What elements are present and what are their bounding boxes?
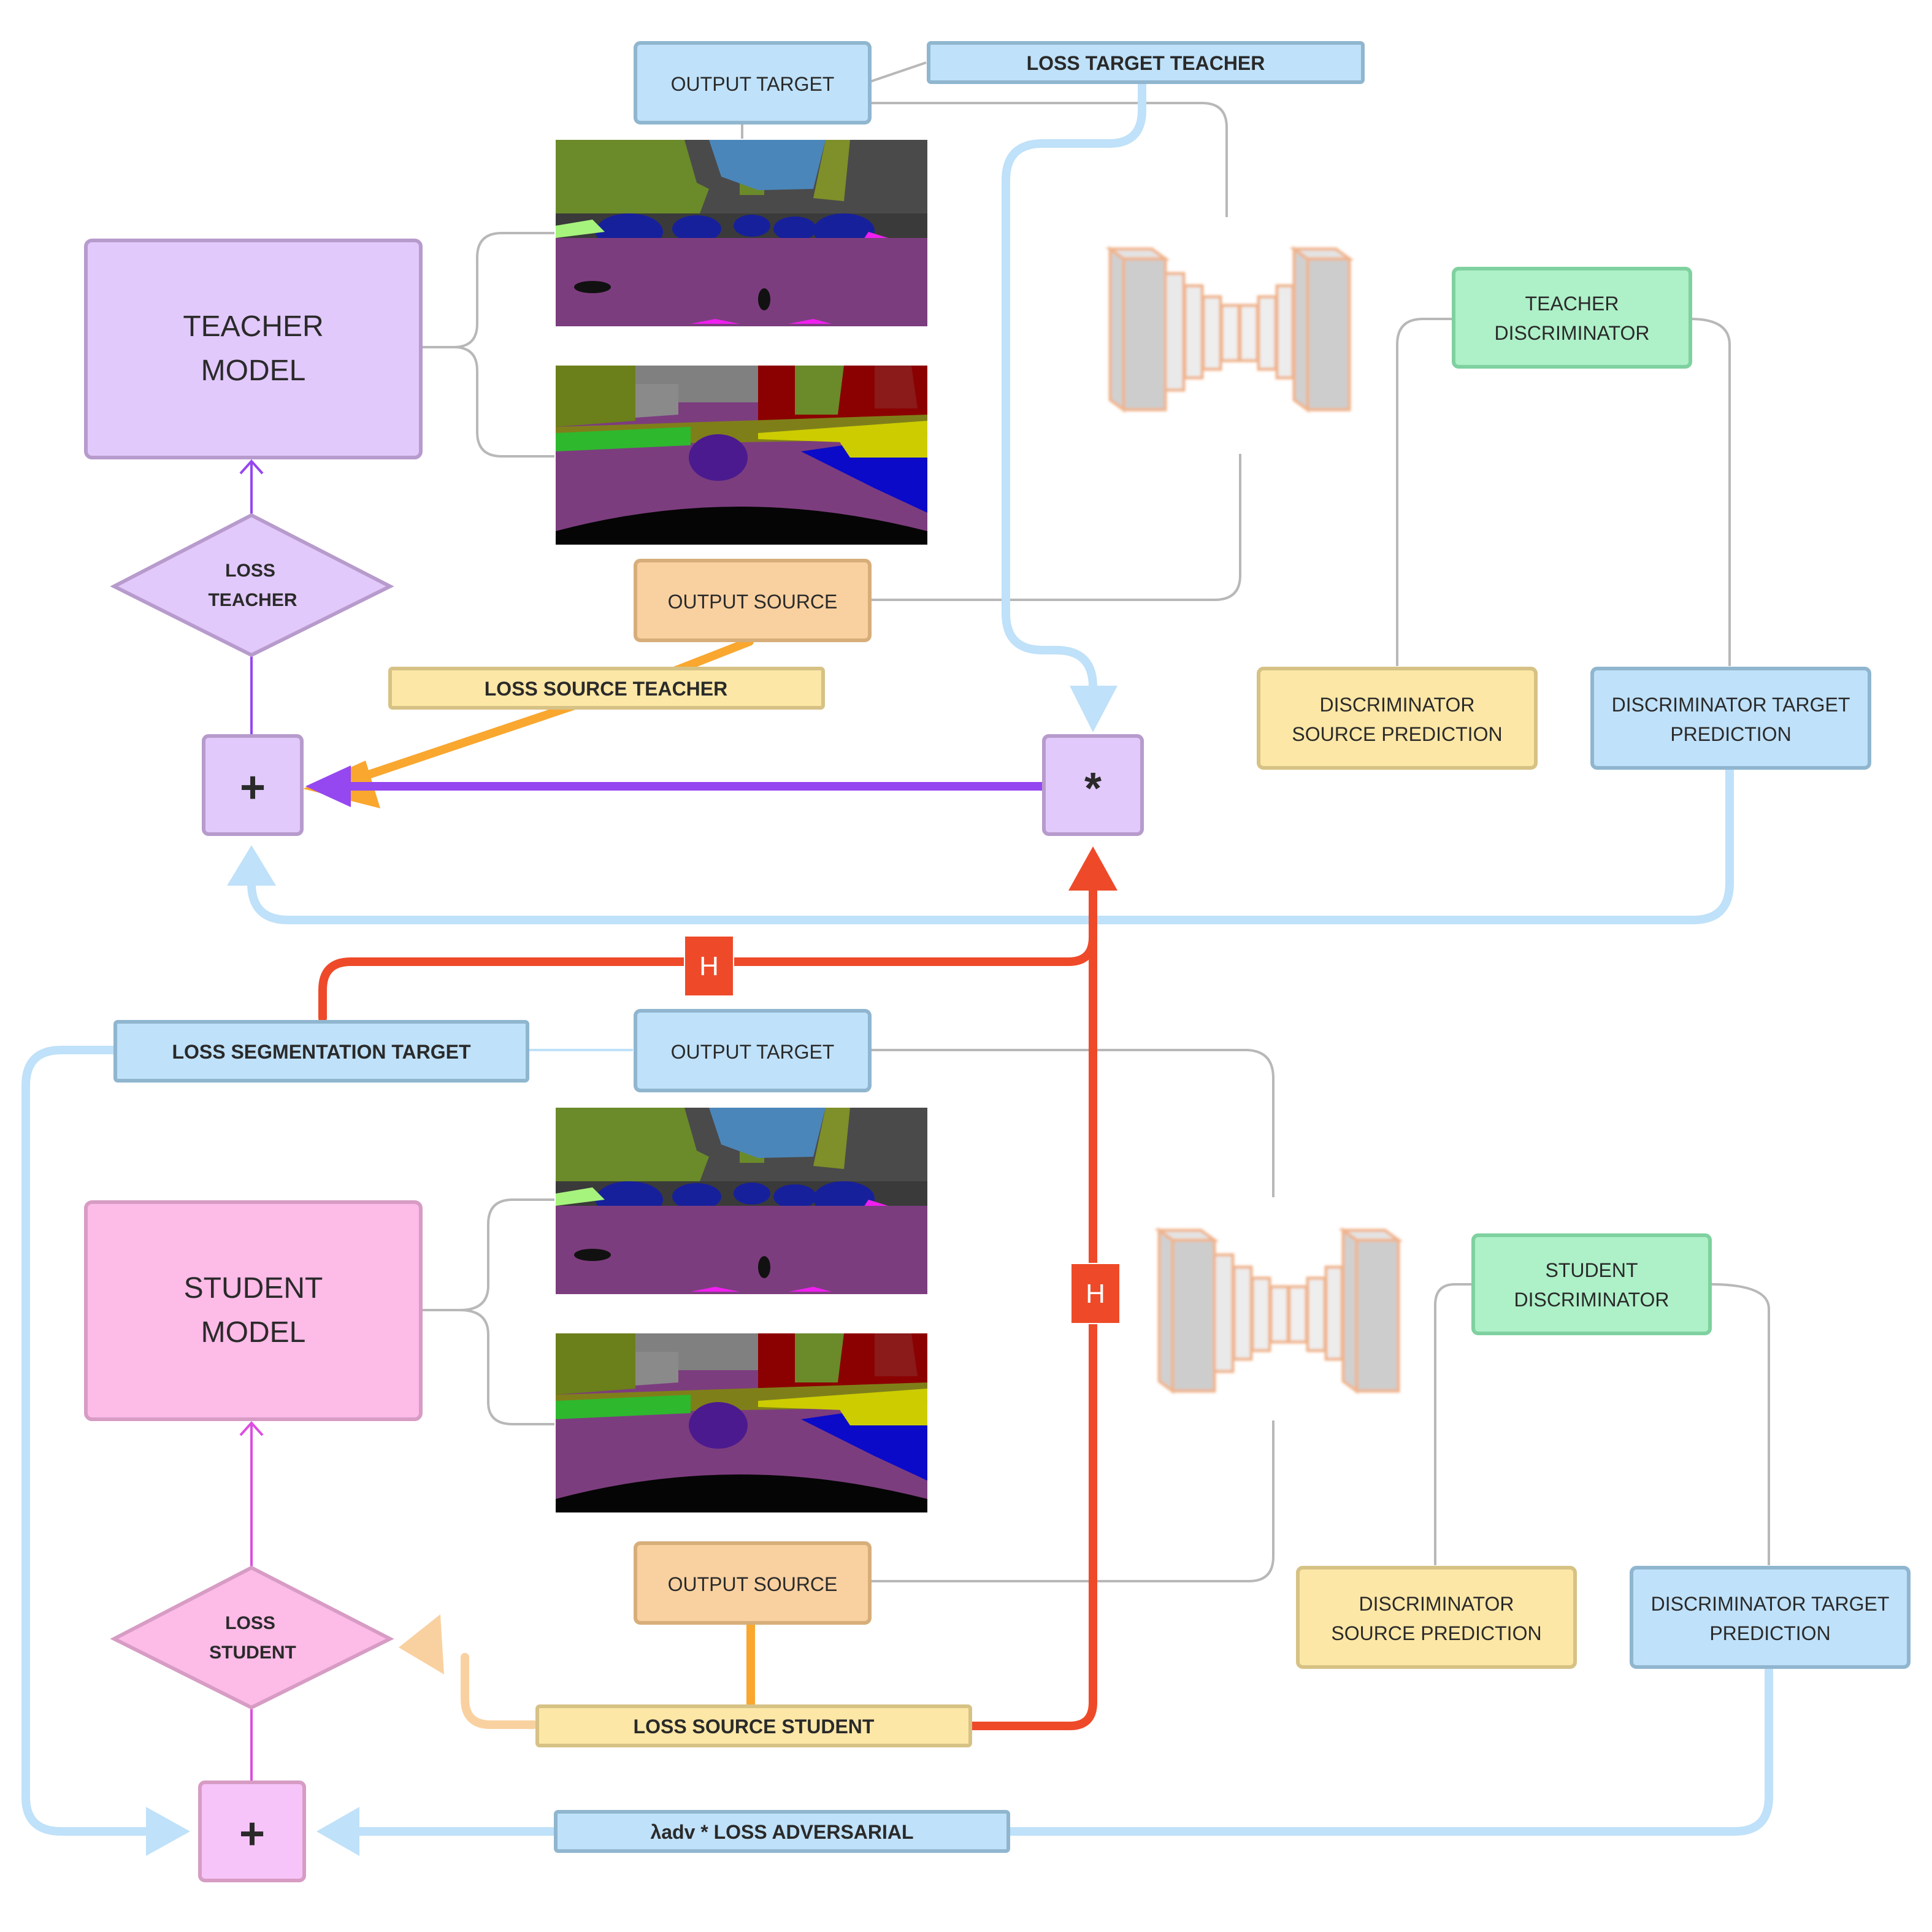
loss-teacher-line1: LOSS — [225, 561, 275, 581]
loss-source-student-label: LOSS SOURCE STUDENT — [634, 1715, 875, 1738]
lightblue-arrows — [21, 79, 1773, 1836]
student-model-line2: MODEL — [201, 1316, 306, 1349]
student-output-source-box: OUTPUT SOURCE — [634, 1541, 872, 1625]
loss-source-teacher-label: LOSS SOURCE TEACHER — [485, 678, 727, 700]
teacher-output-source-box: OUTPUT SOURCE — [634, 559, 872, 642]
purple-arrow-loss-to-model — [239, 459, 264, 515]
h-label-lower: H — [1086, 1279, 1105, 1309]
teacher-output-target-box: OUTPUT TARGET — [634, 41, 872, 125]
teacher-disc-source-line1: DISCRIMINATOR — [1319, 694, 1474, 716]
loss-student-line2: STUDENT — [209, 1643, 296, 1663]
loss-target-teacher-box: LOSS TARGET TEACHER — [927, 41, 1365, 84]
teacher-network-icon — [1110, 249, 1349, 410]
student-target-segmentation-image — [556, 1108, 927, 1294]
orange-arrowhead-student — [399, 1614, 444, 1674]
teacher-model-line2: MODEL — [201, 355, 306, 387]
student-disc-target-line1: DISCRIMINATOR TARGET — [1651, 1593, 1890, 1615]
teacher-discriminator-line2: DISCRIMINATOR — [1494, 322, 1649, 344]
teacher-target-segmentation-image — [556, 140, 927, 326]
h-badge-lower: H — [1070, 1263, 1121, 1324]
student-disc-source-line2: SOURCE PREDICTION — [1331, 1622, 1541, 1644]
teacher-model-line1: TEACHER — [183, 310, 323, 343]
teacher-plus-node: + — [202, 734, 304, 836]
teacher-disc-target-line2: PREDICTION — [1670, 723, 1791, 745]
student-discriminator-line1: STUDENT — [1545, 1259, 1638, 1281]
student-output-target-label: OUTPUT TARGET — [671, 1041, 835, 1063]
loss-student-diamond: LOSS STUDENT — [110, 1565, 394, 1710]
teacher-discriminator-line1: TEACHER — [1525, 293, 1619, 315]
teacher-model-box: TEACHER MODEL — [84, 239, 423, 459]
h-badge-upper: H — [684, 935, 734, 997]
loss-teacher-line2: TEACHER — [208, 590, 297, 610]
student-plus-symbol: + — [239, 1809, 265, 1858]
student-model-line1: STUDENT — [184, 1272, 323, 1305]
teacher-disc-source-prediction-box: DISCRIMINATOR SOURCE PREDICTION — [1257, 667, 1538, 770]
student-disc-target-line2: PREDICTION — [1709, 1622, 1830, 1644]
teacher-disc-target-prediction-box: DISCRIMINATOR TARGET PREDICTION — [1590, 667, 1871, 770]
student-model-box: STUDENT MODEL — [84, 1200, 423, 1421]
adversarial-loss-label: λadv * LOSS ADVERSARIAL — [650, 1821, 913, 1843]
loss-teacher-diamond: LOSS TEACHER — [110, 513, 394, 657]
adversarial-loss-box: λadv * LOSS ADVERSARIAL — [554, 1810, 1010, 1853]
loss-target-teacher-label: LOSS TARGET TEACHER — [1027, 52, 1265, 74]
lightblue-arrowheads — [146, 686, 1117, 1856]
loss-source-student-box: LOSS SOURCE STUDENT — [535, 1704, 972, 1747]
loss-segmentation-target-label: LOSS SEGMENTATION TARGET — [172, 1041, 471, 1063]
student-source-segmentation-image — [556, 1333, 927, 1512]
student-discriminator-line2: DISCRIMINATOR — [1514, 1289, 1669, 1311]
teacher-disc-target-line1: DISCRIMINATOR TARGET — [1612, 694, 1850, 716]
student-disc-target-prediction-box: DISCRIMINATOR TARGET PREDICTION — [1630, 1566, 1911, 1669]
multiply-symbol: * — [1084, 764, 1102, 813]
magenta-arrow-loss-to-model — [239, 1421, 264, 1568]
student-disc-source-prediction-box: DISCRIMINATOR SOURCE PREDICTION — [1296, 1566, 1577, 1669]
teacher-plus-symbol: + — [240, 763, 266, 812]
gray-connectors — [421, 61, 1770, 1582]
h-label-upper: H — [699, 951, 719, 981]
purple-arrowhead — [305, 765, 351, 807]
loss-segmentation-target-box: LOSS SEGMENTATION TARGET — [113, 1020, 529, 1083]
loss-source-teacher-box: LOSS SOURCE TEACHER — [388, 667, 825, 710]
red-arrowhead — [1068, 846, 1117, 891]
student-output-target-box: OUTPUT TARGET — [634, 1009, 872, 1092]
student-network-icon — [1159, 1230, 1398, 1391]
student-disc-source-line1: DISCRIMINATOR — [1359, 1593, 1514, 1615]
teacher-discriminator-box: TEACHER DISCRIMINATOR — [1452, 267, 1692, 369]
student-discriminator-box: STUDENT DISCRIMINATOR — [1471, 1233, 1712, 1335]
teacher-source-segmentation-image — [556, 366, 927, 545]
teacher-output-target-label: OUTPUT TARGET — [671, 73, 835, 95]
red-arrows — [318, 874, 1097, 1730]
teacher-disc-source-line2: SOURCE PREDICTION — [1292, 723, 1502, 745]
teacher-output-source-label: OUTPUT SOURCE — [668, 591, 838, 613]
student-plus-node: + — [198, 1781, 306, 1882]
multiply-node: * — [1042, 734, 1144, 836]
loss-student-line1: LOSS — [225, 1613, 275, 1633]
student-output-source-label: OUTPUT SOURCE — [668, 1573, 838, 1595]
